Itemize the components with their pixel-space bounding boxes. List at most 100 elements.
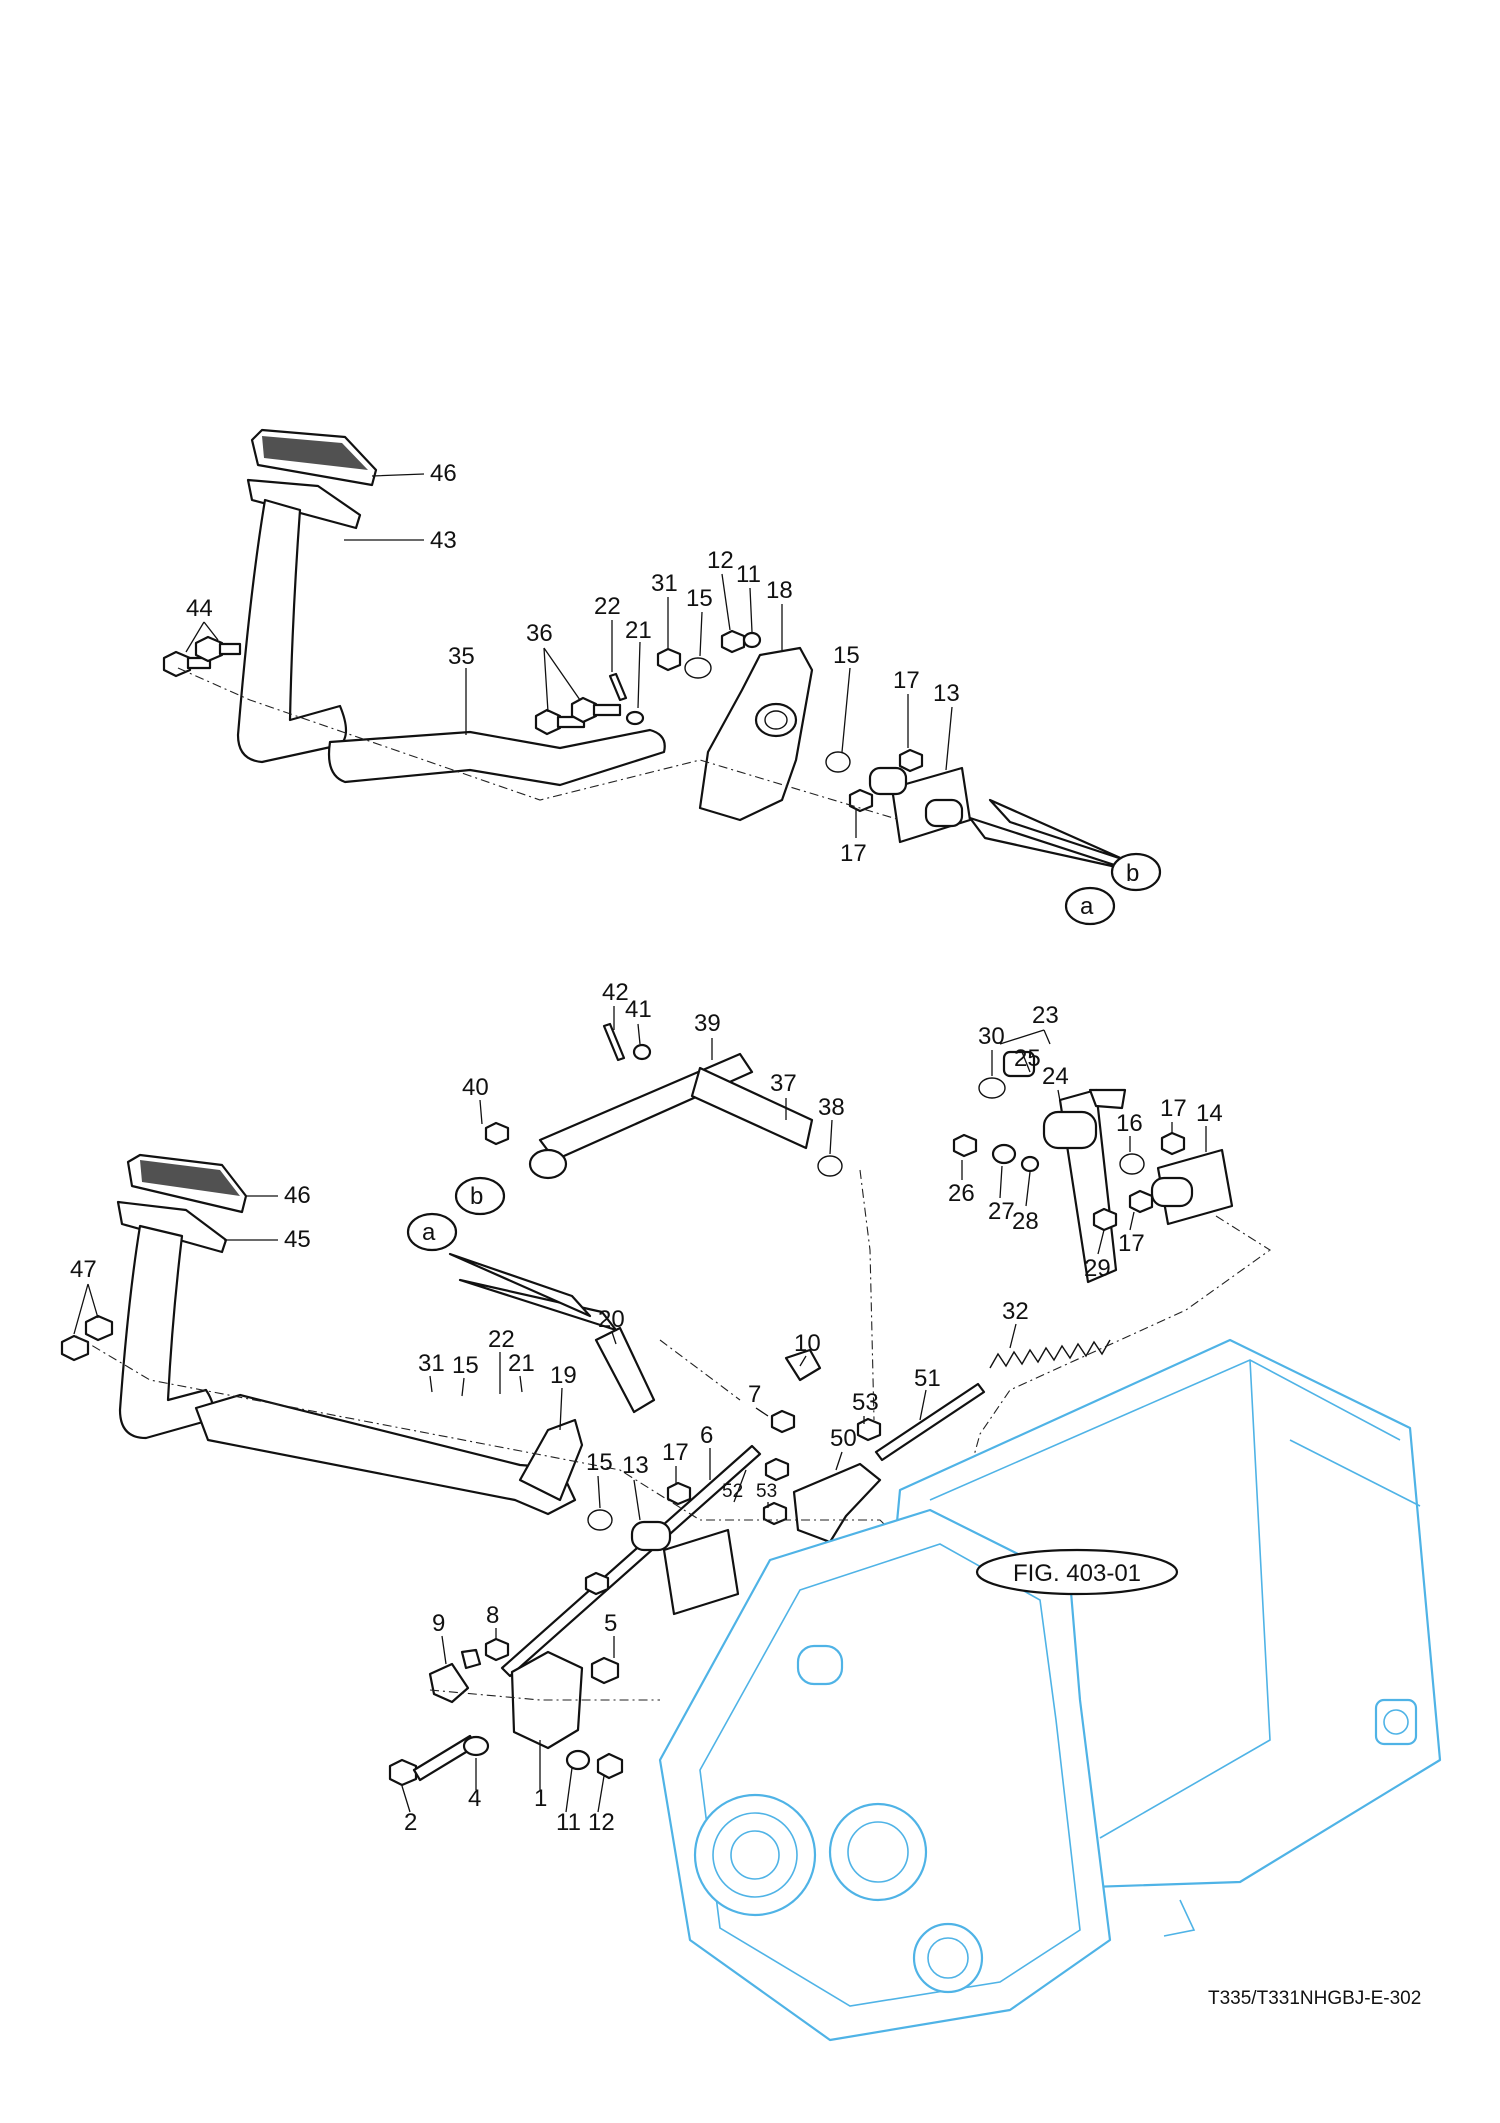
ref-arrow-a: [968, 816, 1132, 872]
label-23: 23: [1032, 1002, 1059, 1029]
label-31: 31: [418, 1350, 445, 1377]
label-17: 17: [1160, 1095, 1187, 1122]
label-47: 47: [70, 1256, 97, 1283]
pedal-bracket: [698, 646, 814, 822]
ref-circle-a: [1064, 886, 1116, 926]
label-1: 1: [534, 1785, 547, 1812]
ref-circle-b: [454, 1176, 506, 1216]
label-42: 42: [602, 979, 629, 1006]
bolt-pair-36: [534, 696, 622, 736]
label-6: 6: [700, 1422, 713, 1449]
pedal-plate: [116, 1200, 228, 1254]
bracket: [792, 1462, 882, 1544]
label-17: 17: [1118, 1230, 1145, 1257]
label-15: 15: [686, 585, 713, 612]
label-39: 39: [694, 1010, 721, 1037]
label-46: 46: [430, 460, 457, 487]
label-11: 11: [736, 561, 761, 588]
label-26: 26: [948, 1180, 975, 1207]
label-18: 18: [766, 577, 793, 604]
label-21: 21: [508, 1350, 535, 1377]
washer: [742, 631, 762, 649]
upper-labels: 46 43 44 35 36 22 21 31 15 12 11 18 15 1…: [185, 460, 1162, 926]
figure-code: T335/T331NHGBJ-E-302: [1208, 1988, 1421, 2009]
label-50: 50: [830, 1425, 857, 1452]
label-45: 45: [284, 1226, 311, 1253]
label-9: 9: [432, 1610, 445, 1637]
ref-circle-b: [1110, 852, 1162, 892]
return-spring: [989, 1339, 1111, 1369]
ref-label-b: b: [1126, 860, 1139, 887]
ref-arrow-b: [988, 798, 1127, 862]
split-pin: [608, 672, 628, 702]
label-25: 25: [1014, 1045, 1041, 1072]
label-15: 15: [833, 642, 860, 669]
label-17: 17: [662, 1439, 689, 1466]
label-28: 28: [1012, 1208, 1039, 1235]
push-rod: [500, 1444, 762, 1678]
figure-callout: FIG. 403-01: [975, 1548, 1179, 1596]
label-44: 44: [186, 595, 213, 622]
label-20: 20: [598, 1306, 625, 1333]
nut: [656, 647, 682, 672]
label-36: 36: [526, 620, 553, 647]
label-52: 52: [722, 1481, 743, 1502]
label-22: 22: [488, 1326, 515, 1353]
label-19: 19: [550, 1362, 577, 1389]
ref-label-a: a: [422, 1219, 436, 1246]
label-22: 22: [594, 593, 621, 620]
ref-arrow-b: [458, 1278, 618, 1332]
label-53: 53: [756, 1481, 777, 1502]
label-16: 16: [1116, 1110, 1143, 1137]
ref-label-b: b: [470, 1183, 483, 1210]
label-41: 41: [625, 996, 652, 1023]
ref-circle-a: [406, 1212, 458, 1252]
lower-assembly: [60, 1022, 1271, 1787]
label-40: 40: [462, 1074, 489, 1101]
bearing-housing: [662, 1528, 740, 1616]
upper-assembly: [162, 428, 1132, 872]
label-4: 4: [468, 1785, 481, 1812]
cross-shaft: [194, 1393, 577, 1516]
label-12: 12: [588, 1809, 615, 1836]
label-5: 5: [604, 1610, 617, 1637]
label-12: 12: [707, 547, 734, 574]
label-7: 7: [748, 1381, 761, 1408]
circlip: [684, 657, 712, 679]
label-53: 53: [852, 1389, 879, 1416]
pedal-pad: [250, 428, 378, 487]
label-21: 21: [625, 617, 652, 644]
label-15: 15: [586, 1449, 613, 1476]
label-43: 43: [430, 527, 457, 554]
label-2: 2: [404, 1809, 417, 1836]
nut: [720, 629, 746, 654]
label-29: 29: [1084, 1255, 1111, 1282]
label-8: 8: [486, 1602, 499, 1629]
bolt-pair-44: [162, 635, 242, 678]
label-32: 32: [1002, 1298, 1029, 1325]
label-13: 13: [933, 680, 960, 707]
pedal-plate: [246, 478, 362, 530]
label-38: 38: [818, 1094, 845, 1121]
pedal-arm: [236, 498, 348, 764]
ref-arrow-a: [448, 1252, 592, 1318]
transmission-housing: [658, 1338, 1442, 2042]
figure-callout-text: FIG. 403-01: [1013, 1560, 1141, 1587]
rod: [874, 1382, 986, 1462]
label-31: 31: [651, 570, 678, 597]
label-35: 35: [448, 643, 475, 670]
label-14: 14: [1196, 1100, 1223, 1127]
label-11: 11: [556, 1809, 581, 1836]
link-plate: [594, 1326, 656, 1414]
label-17: 17: [840, 840, 867, 867]
label-46: 46: [284, 1182, 311, 1209]
label-27: 27: [988, 1198, 1015, 1225]
ref-label-a: a: [1080, 893, 1094, 920]
label-10: 10: [794, 1330, 821, 1357]
bearing-housing: [868, 766, 972, 844]
label-37: 37: [770, 1070, 797, 1097]
label-17: 17: [893, 667, 920, 694]
label-30: 30: [978, 1023, 1005, 1050]
label-51: 51: [914, 1365, 941, 1392]
